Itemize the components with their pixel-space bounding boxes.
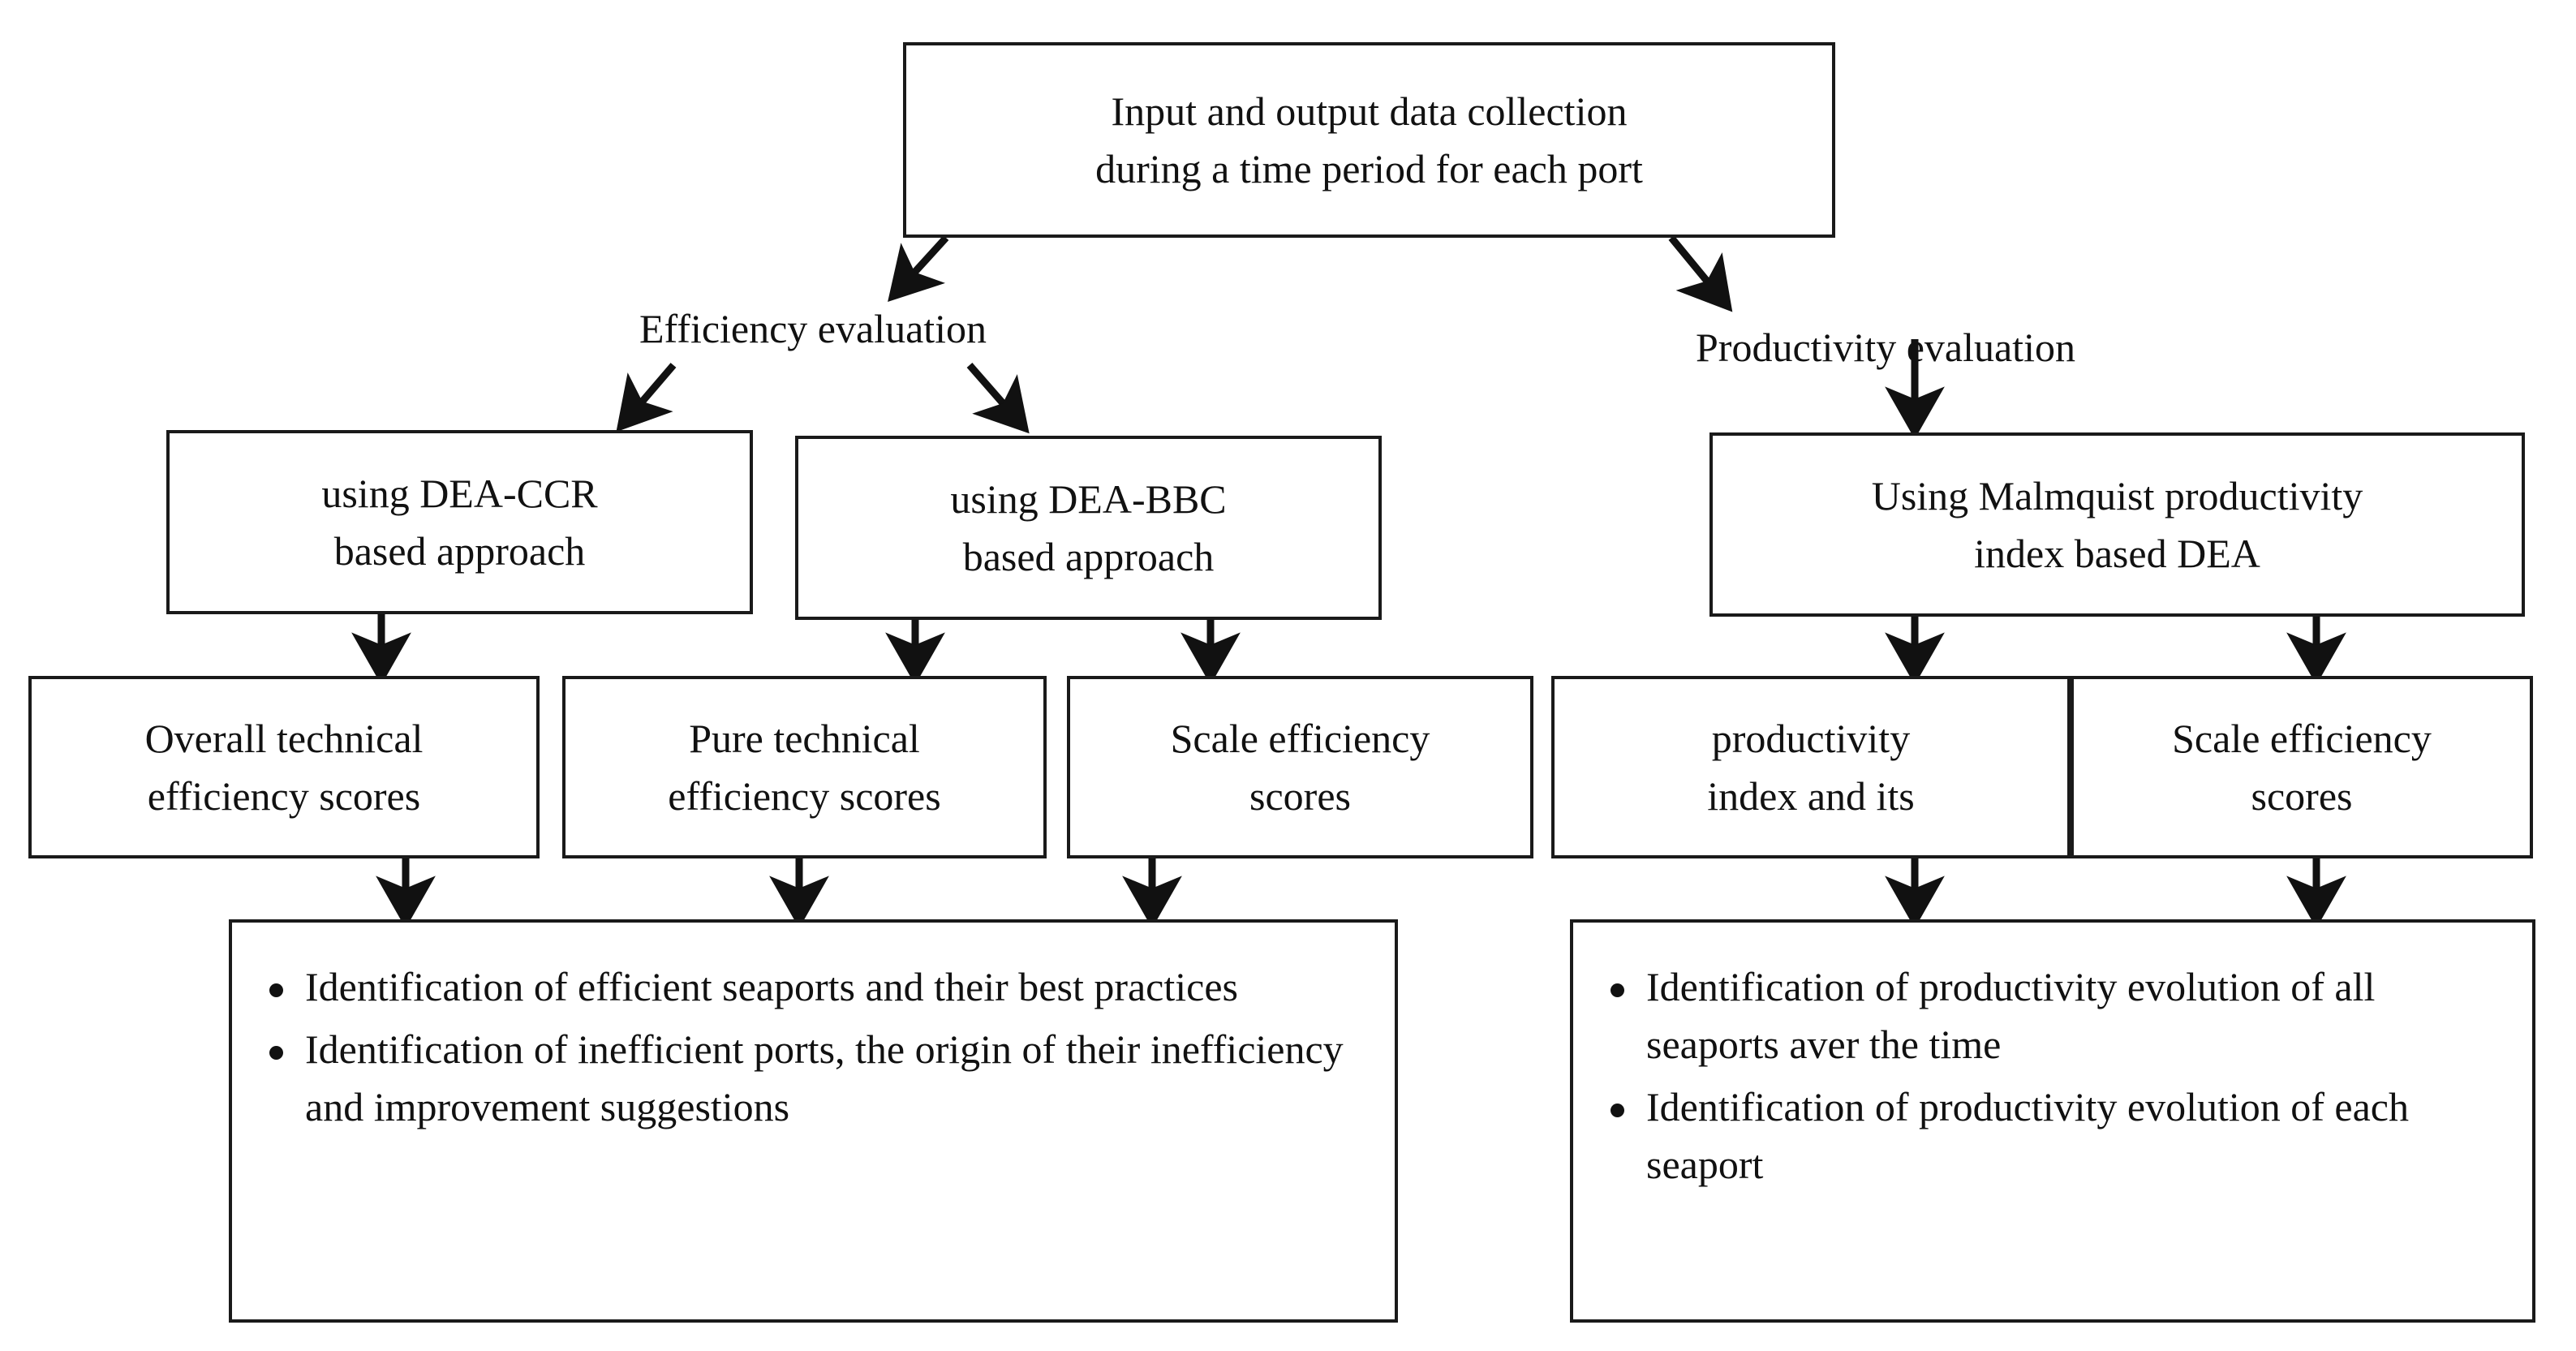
efficiency-outcome-item-2: Identification of inefficient ports, the…	[263, 1021, 1364, 1136]
efficiency-outcome-text-2: Identification of inefficient ports, the…	[305, 1026, 1344, 1129]
productivity-outcomes-list: Identification of productivity evolution…	[1604, 958, 2501, 1194]
efficiency-outcome-item-1: Identification of efficient seaports and…	[263, 958, 1364, 1016]
bullet-dot-icon	[1611, 1104, 1624, 1117]
node-scale-efficiency-left-line-1: Scale efficiency	[1170, 715, 1430, 761]
productivity-outcome-item-1: Identification of productivity evolution…	[1604, 958, 2501, 1073]
node-input-output-collection-line-1: Input and output data collection	[1111, 88, 1628, 134]
node-productivity-index-line-2: index and its	[1707, 772, 1915, 819]
node-malmquist[interactable]: Using Malmquist productivity index based…	[1709, 432, 2525, 617]
arrow-efficiency-to-bbc	[966, 363, 1030, 434]
node-dea-ccr[interactable]: using DEA-CCR based approach	[166, 430, 753, 614]
node-overall-technical-efficiency-line-2: efficiency scores	[147, 772, 421, 819]
productivity-outcome-item-2: Identification of productivity evolution…	[1604, 1078, 2501, 1194]
label-efficiency-evaluation: Efficiency evaluation	[639, 306, 987, 351]
node-scale-efficiency-left-line-2: scores	[1249, 772, 1351, 819]
node-productivity-outcomes[interactable]: Identification of productivity evolution…	[1570, 919, 2535, 1323]
arrow-efficiency-to-ccr	[616, 363, 677, 432]
node-dea-ccr-line-2: based approach	[333, 527, 586, 574]
productivity-outcome-text-1: Identification of productivity evolution…	[1646, 964, 2376, 1067]
node-malmquist-line-2: index based DEA	[1974, 530, 2260, 576]
efficiency-outcome-text-1: Identification of efficient seaports and…	[305, 964, 1238, 1009]
node-overall-technical-efficiency-line-1: Overall technical	[144, 715, 424, 761]
node-scale-efficiency-right[interactable]: Scale efficiency scores	[2071, 676, 2533, 858]
bullet-dot-icon	[1611, 983, 1624, 997]
node-productivity-index-line-1: productivity	[1711, 715, 1911, 761]
node-dea-bbc-line-1: using DEA-BBC	[950, 475, 1227, 522]
node-malmquist-line-1: Using Malmquist productivity	[1871, 472, 2363, 518]
node-productivity-index[interactable]: productivity index and its	[1551, 676, 2071, 858]
label-productivity-evaluation: Productivity evaluation	[1696, 325, 2075, 370]
node-efficiency-outcomes[interactable]: Identification of efficient seaports and…	[229, 919, 1398, 1323]
arrow-top-to-productivity	[1668, 235, 1733, 312]
node-dea-bbc-line-2: based approach	[962, 533, 1215, 579]
node-scale-efficiency-right-line-2: scores	[2251, 772, 2353, 819]
efficiency-outcomes-list: Identification of efficient seaports and…	[263, 958, 1364, 1136]
productivity-outcome-text-2: Identification of productivity evolution…	[1646, 1084, 2409, 1187]
node-scale-efficiency-right-line-1: Scale efficiency	[2172, 715, 2432, 761]
node-pure-technical-efficiency-line-1: Pure technical	[689, 715, 920, 761]
node-dea-bbc[interactable]: using DEA-BBC based approach	[795, 436, 1382, 620]
bullet-dot-icon	[269, 983, 283, 997]
node-pure-technical-efficiency-line-2: efficiency scores	[668, 772, 941, 819]
node-scale-efficiency-left[interactable]: Scale efficiency scores	[1067, 676, 1533, 858]
node-overall-technical-efficiency[interactable]: Overall technical efficiency scores	[28, 676, 540, 858]
node-pure-technical-efficiency[interactable]: Pure technical efficiency scores	[562, 676, 1047, 858]
arrow-top-to-efficiency	[888, 234, 949, 302]
node-dea-ccr-line-1: using DEA-CCR	[321, 470, 598, 516]
node-input-output-collection[interactable]: Input and output data collection during …	[903, 42, 1835, 238]
bullet-dot-icon	[269, 1046, 283, 1060]
node-input-output-collection-line-2: during a time period for each port	[1095, 145, 1643, 191]
